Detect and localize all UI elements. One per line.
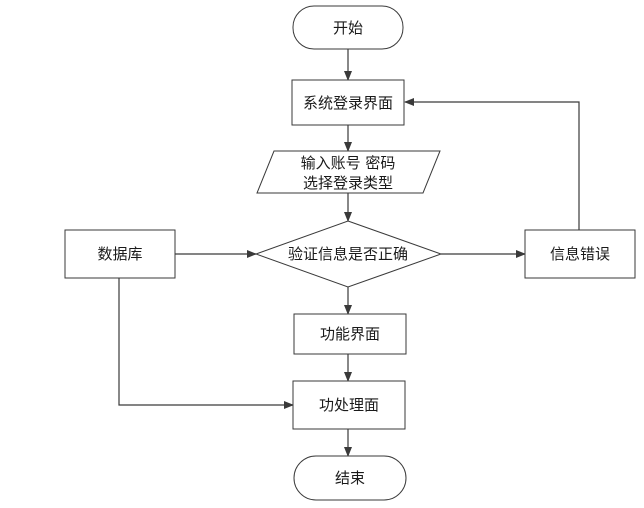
node-error-label: 信息错误: [550, 245, 610, 263]
node-function-ui-label: 功能界面: [320, 325, 380, 343]
node-verify: 验证信息是否正确: [254, 220, 443, 288]
node-end: 结束: [293, 455, 407, 501]
node-start: 开始: [292, 5, 404, 50]
node-function-ui: 功能界面: [293, 313, 407, 355]
edges: [118, 49, 580, 457]
node-login-ui: 系统登录界面: [291, 79, 405, 126]
node-input: 输入账号 密码 选择登录类型: [256, 150, 441, 194]
node-database: 数据库: [64, 229, 176, 279]
node-end-label: 结束: [335, 469, 365, 487]
node-input-label-line2: 选择登录类型: [303, 174, 393, 192]
edge-database-to-process: [118, 278, 294, 409]
node-error: 信息错误: [524, 229, 636, 279]
node-verify-label: 验证信息是否正确: [288, 245, 408, 263]
edge-error-to-login: [404, 98, 580, 230]
node-process-ui-label: 功处理面: [319, 396, 379, 414]
node-login-ui-label: 系统登录界面: [303, 94, 393, 112]
node-start-label: 开始: [333, 19, 363, 37]
node-database-label: 数据库: [97, 245, 142, 263]
node-process-ui: 功处理面: [292, 380, 406, 430]
node-input-label-line1: 输入账号 密码: [301, 154, 396, 172]
